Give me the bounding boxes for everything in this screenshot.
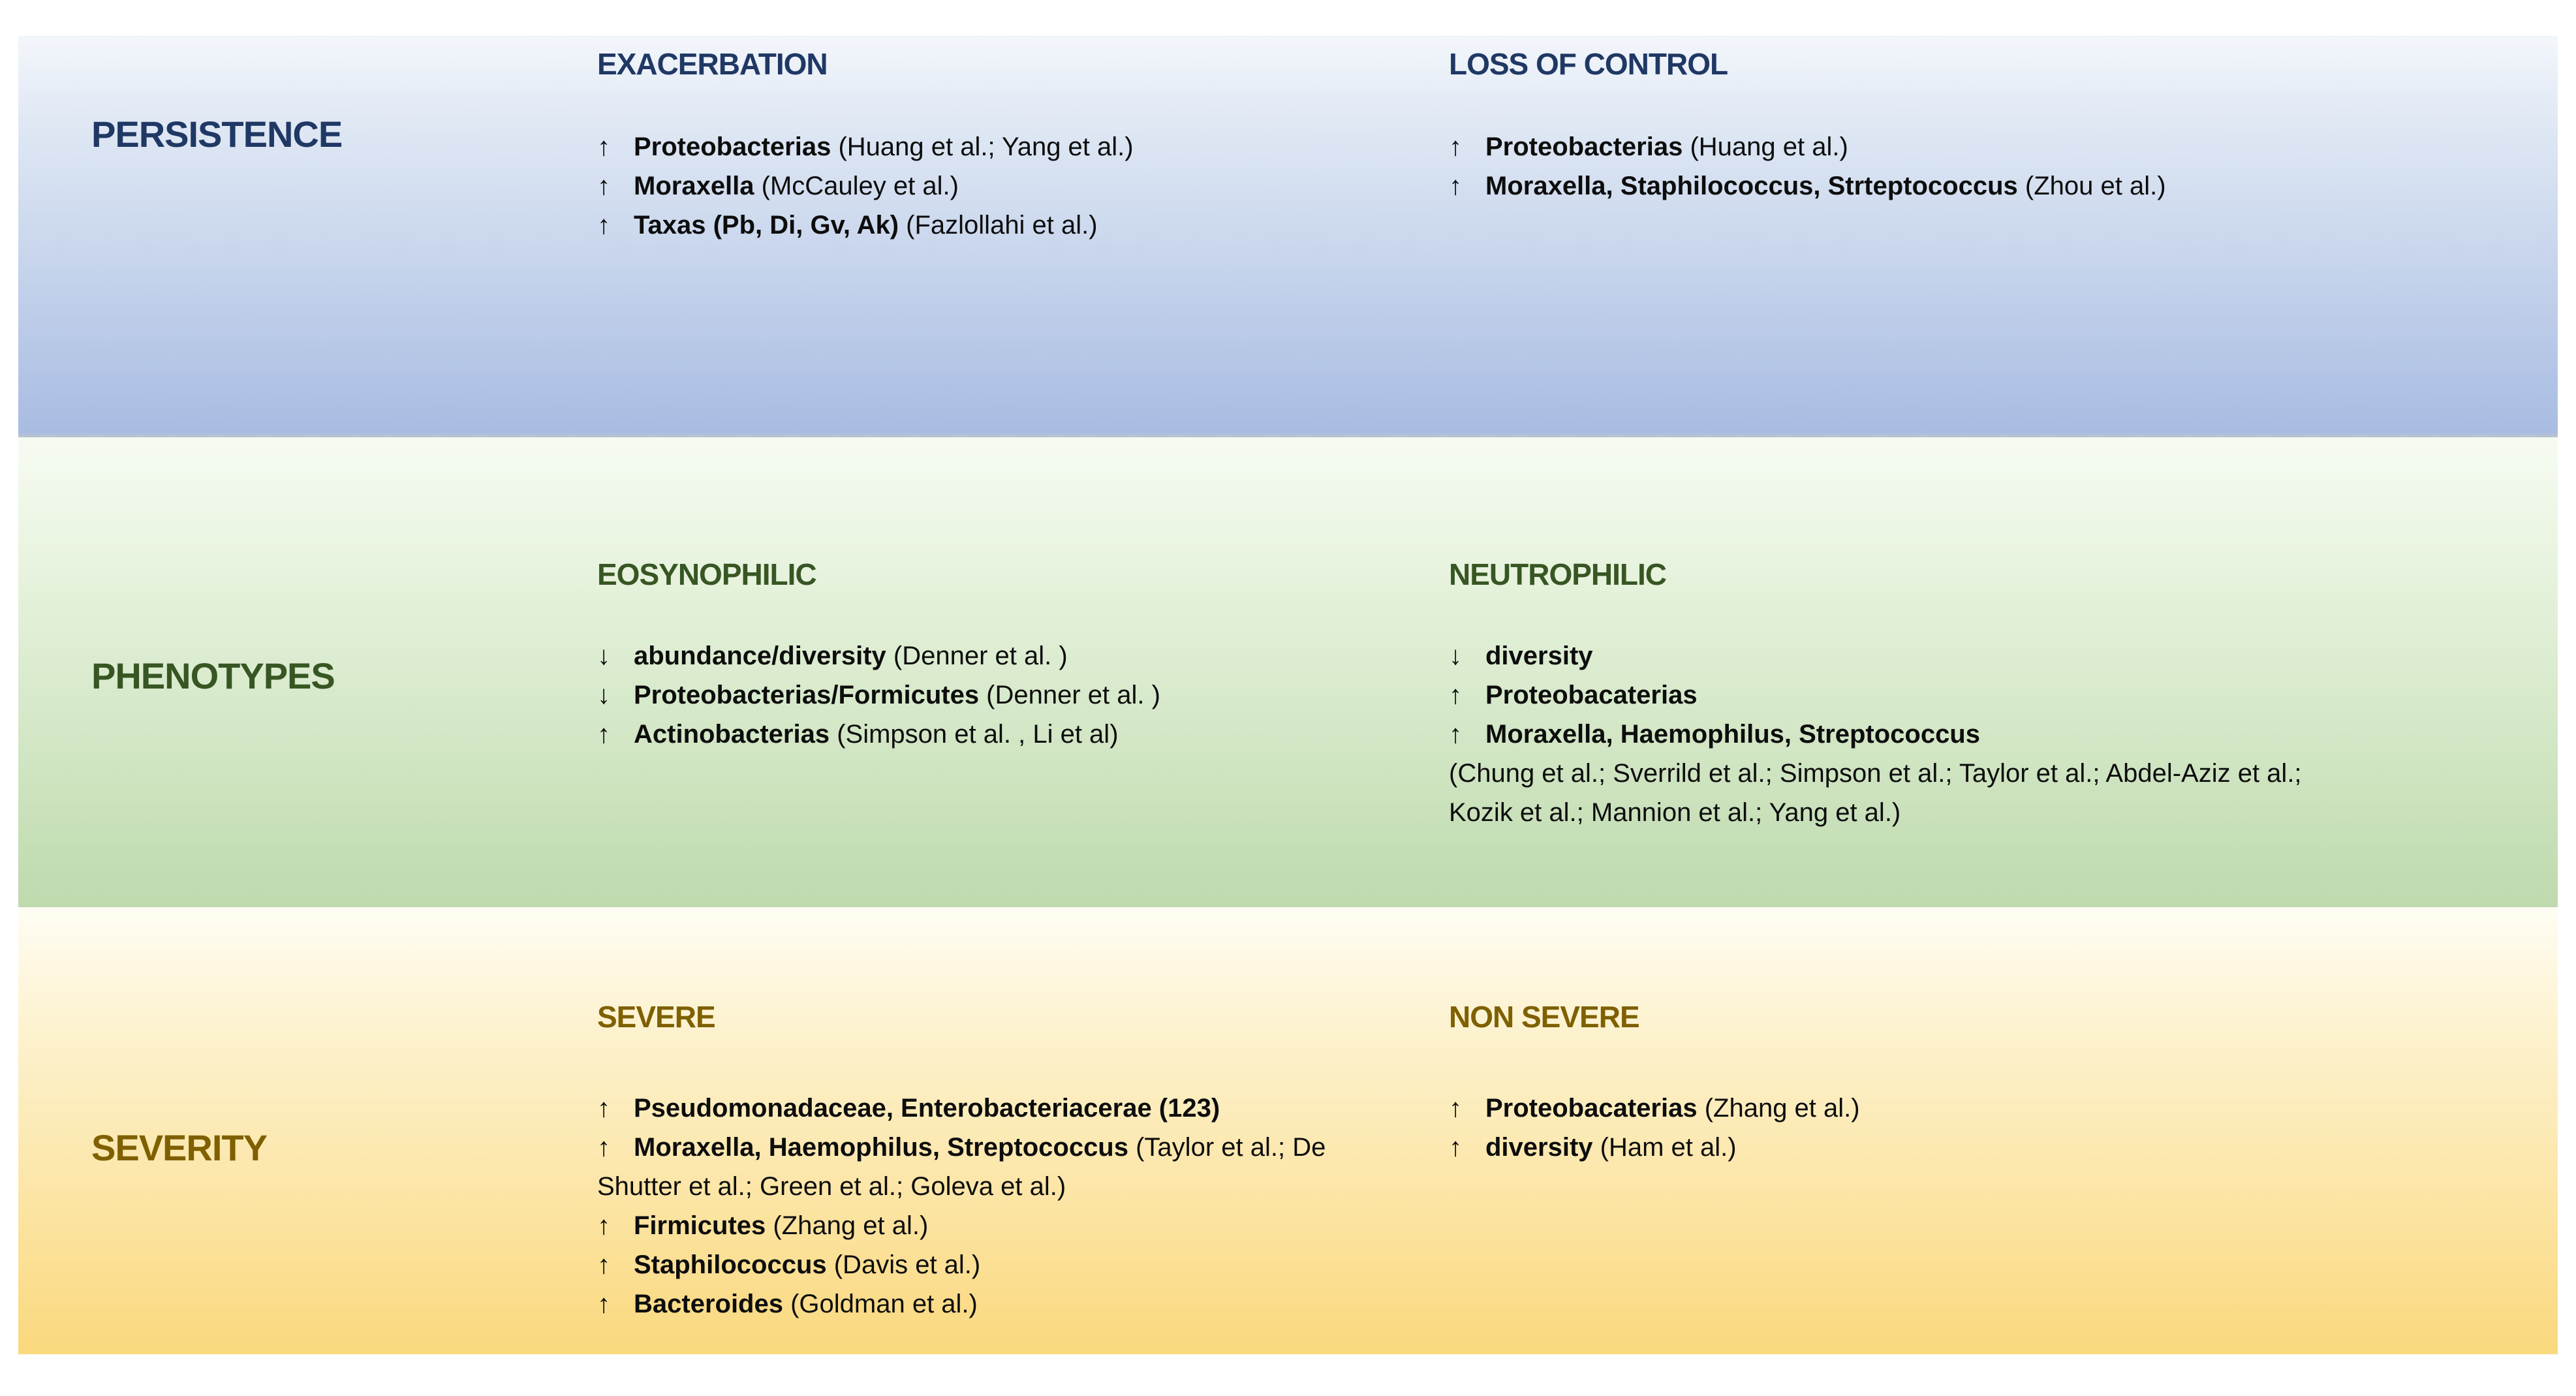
list-item: ↑ Firmicutes (Zhang et al.) (597, 1206, 1410, 1245)
item-term: Moraxella, Haemophilus, Streptococcus (1485, 720, 1980, 749)
item-list: ↑ Proteobacaterias (Zhang et al.) ↑ diversi… (1449, 1089, 2310, 1167)
list-item: ↓ Proteobacterias/Formicutes (Denner et a… (597, 675, 1410, 715)
item-citation: (Zhou et al.) (2017, 172, 2166, 200)
item-citation: (Huang et al.; Yang et al.) (831, 132, 1134, 161)
list-item: ↑ Staphilococcus (Davis et al.) (597, 1245, 1410, 1284)
arrow-down-icon: ↓ (597, 681, 610, 709)
arrow-up-icon: ↑ (1449, 681, 1462, 709)
band-label-column: PHENOTYPES (18, 437, 597, 907)
column-header: NEUTROPHILIC (1449, 557, 1667, 591)
list-item: ↑ Pseudomonadaceae, Enterobacteriacerae (… (597, 1089, 1410, 1128)
band-label-column: SEVERITY (18, 907, 597, 1354)
item-citation: (McCauley et al.) (754, 172, 959, 200)
column-eosynophilic: EOSYNOPHILIC ↓ abundance/diversity (Denne… (597, 437, 1449, 907)
band-severity: SEVERITY SEVERE ↑ Pseudomonadaceae, Enter… (18, 907, 2558, 1354)
column-non-severe: NON SEVERE ↑ Proteobacaterias (Zhang et a… (1449, 907, 2558, 1354)
item-term: Actinobacterias (634, 720, 830, 749)
band-label: PHENOTYPES (91, 655, 335, 696)
item-term: Proteobacterias (634, 132, 831, 161)
list-item: ↑ diversity (Ham et al.) (1449, 1128, 2310, 1167)
band-phenotypes: PHENOTYPES EOSYNOPHILIC ↓ abundance/diver… (18, 437, 2558, 907)
list-item: ↓ diversity (1449, 636, 2310, 675)
column-header: LOSS OF CONTROL (1449, 47, 1728, 81)
list-item: ↑ Proteobacterias (Huang et al.; Yang et … (597, 127, 1410, 166)
arrow-up-icon: ↑ (597, 172, 610, 200)
column-header: EOSYNOPHILIC (597, 557, 817, 591)
item-list: ↓ diversity ↑ Proteobacaterias ↑ Moraxella, H… (1449, 636, 2310, 832)
item-term: Proteobacaterias (1485, 1094, 1698, 1123)
list-item: ↑ Proteobacterias (Huang et al.) (1449, 127, 2310, 166)
item-list: ↑ Proteobacterias (Huang et al.; Yang et … (597, 127, 1410, 245)
item-term: Proteobacterias/Formicutes (634, 681, 980, 709)
band-label-column: PERSISTENCE (18, 36, 597, 434)
list-item: ↓ abundance/diversity (Denner et al. ) (597, 636, 1410, 675)
item-term: Taxas (Pb, Di, Gv, Ak) (634, 211, 899, 240)
item-citation: (Huang et al.) (1683, 132, 1848, 161)
arrow-down-icon: ↓ (1449, 642, 1462, 670)
arrow-up-icon: ↑ (597, 211, 610, 240)
item-term: Bacteroides (634, 1290, 783, 1318)
arrow-up-icon: ↑ (597, 132, 610, 161)
item-citation: (Davis et al.) (826, 1250, 981, 1279)
item-term: diversity (1485, 642, 1593, 670)
item-term: Proteobacterias (1485, 132, 1683, 161)
item-term: Moraxella, Haemophilus, Streptococcus (634, 1133, 1128, 1162)
item-term: Pseudomonadaceae, Enterobacteriacerae (1… (634, 1094, 1220, 1123)
arrow-up-icon: ↑ (1449, 132, 1462, 161)
arrow-down-icon: ↓ (597, 642, 610, 670)
item-list: ↑ Pseudomonadaceae, Enterobacteriacerae (… (597, 1089, 1410, 1324)
band-label: SEVERITY (91, 1127, 268, 1168)
item-term: Proteobacaterias (1485, 681, 1698, 709)
item-term: Staphilococcus (634, 1250, 827, 1279)
item-term: abundance/diversity (634, 642, 886, 670)
list-item: ↑ Moraxella (McCauley et al.) (597, 166, 1410, 206)
column-header: EXACERBATION (597, 47, 828, 81)
item-list: ↑ Proteobacterias (Huang et al.) ↑ Moraxell… (1449, 127, 2310, 206)
list-item: ↑ Taxas (Pb, Di, Gv, Ak) (Fazlollahi et a… (597, 206, 1410, 245)
list-item: ↑ Moraxella, Haemophilus, Streptococcus (… (597, 1128, 1410, 1206)
arrow-up-icon: ↑ (1449, 720, 1462, 749)
item-term: Moraxella (634, 172, 754, 200)
column-exacerbation: EXACERBATION ↑ Proteobacterias (Huang et … (597, 36, 1449, 434)
list-item: ↑ Moraxella, Haemophilus, Streptococcus (C… (1449, 715, 2310, 832)
list-item: ↑ Proteobacaterias (1449, 675, 2310, 715)
arrow-up-icon: ↑ (597, 1133, 610, 1162)
arrow-up-icon: ↑ (1449, 1133, 1462, 1162)
item-citation: (Goldman et al.) (783, 1290, 978, 1318)
arrow-up-icon: ↑ (597, 1250, 610, 1279)
item-citation: (Zhang et al.) (1697, 1094, 1860, 1123)
column-loss-of-control: LOSS OF CONTROL ↑ Proteobacterias (Huang … (1449, 36, 2558, 434)
item-citation: (Denner et al. ) (979, 681, 1160, 709)
arrow-up-icon: ↑ (1449, 1094, 1462, 1123)
column-header: NON SEVERE (1449, 1000, 1640, 1034)
arrow-up-icon: ↑ (597, 1094, 610, 1123)
item-term: Firmicutes (634, 1211, 766, 1240)
item-citation: (Denner et al. ) (886, 642, 1068, 670)
item-citation: (Chung et al.; Sverrild et al.; Simpson … (1449, 759, 2302, 827)
column-header: SEVERE (597, 1000, 716, 1034)
list-item: ↑ Bacteroides (Goldman et al.) (597, 1284, 1410, 1324)
band-label: PERSISTENCE (91, 114, 343, 155)
item-citation: (Taylor et al.; De Shutter et al.; Green… (597, 1133, 1326, 1201)
item-citation: (Simpson et al. , Li et al) (830, 720, 1119, 749)
item-term: Moraxella, Staphilococcus, Strteptococcu… (1485, 172, 2018, 200)
item-citation: (Zhang et al.) (766, 1211, 929, 1240)
column-neutrophilic: NEUTROPHILIC ↓ diversity ↑ Proteobacaterias… (1449, 437, 2558, 907)
arrow-up-icon: ↑ (597, 720, 610, 749)
item-citation: (Ham et al.) (1592, 1133, 1737, 1162)
item-list: ↓ abundance/diversity (Denner et al. ) ↓ Pr… (597, 636, 1410, 754)
band-persistence: PERSISTENCE EXACERBATION ↑ Proteobacteria… (18, 36, 2558, 437)
list-item: ↑ Proteobacaterias (Zhang et al.) (1449, 1089, 2310, 1128)
list-item: ↑ Moraxella, Staphilococcus, Strteptococc… (1449, 166, 2310, 206)
list-item: ↑ Actinobacterias (Simpson et al. , Li et… (597, 715, 1410, 754)
arrow-up-icon: ↑ (597, 1211, 610, 1240)
item-term: diversity (1485, 1133, 1593, 1162)
arrow-up-icon: ↑ (597, 1290, 610, 1318)
item-citation: (Fazlollahi et al.) (899, 211, 1098, 240)
column-severe: SEVERE ↑ Pseudomonadaceae, Enterobacteria… (597, 907, 1449, 1354)
arrow-up-icon: ↑ (1449, 172, 1462, 200)
